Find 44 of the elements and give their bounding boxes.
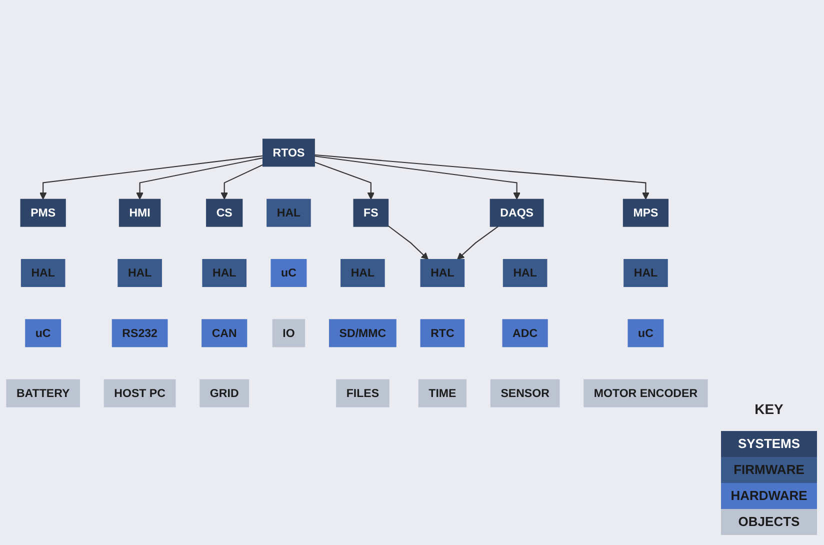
legend-swatch: FIRMWARE xyxy=(721,457,817,483)
node-box: HAL xyxy=(20,258,66,286)
node-box: HAL xyxy=(202,258,247,286)
node-box: uC xyxy=(628,318,664,347)
node-box: MPS xyxy=(622,198,669,226)
legend-swatch: OBJECTS xyxy=(721,509,817,535)
key-heading: KEY xyxy=(754,401,784,417)
node-box: HAL xyxy=(502,258,548,286)
legend-swatch: SYSTEMS xyxy=(721,431,817,457)
arrow xyxy=(39,154,263,200)
arrow xyxy=(388,224,428,260)
arrow xyxy=(220,164,264,200)
node-box: HAL xyxy=(340,258,385,286)
node-box: BATTERY xyxy=(6,378,80,407)
node-box: HMI xyxy=(118,198,161,226)
arrow xyxy=(457,226,498,260)
legend-swatch: HARDWARE xyxy=(721,483,817,509)
node-box: ADC xyxy=(502,318,548,347)
node-box: RS232 xyxy=(112,318,168,347)
node-box: PMS xyxy=(20,198,66,226)
arrow xyxy=(314,154,650,200)
arrow xyxy=(136,156,264,200)
node-box: IO xyxy=(272,318,306,347)
node-box: HAL xyxy=(118,258,162,286)
arrow xyxy=(314,161,375,200)
node-box: SENSOR xyxy=(490,378,560,407)
arrow xyxy=(314,155,520,200)
node-box: GRID xyxy=(200,378,250,407)
node-box: HAL xyxy=(420,258,465,286)
node-box: uC xyxy=(25,318,62,347)
node-box: DAQS xyxy=(490,198,544,226)
node-box: RTOS xyxy=(262,138,315,166)
node-box: SD/MMC xyxy=(329,318,396,347)
node-box: MOTOR ENCODER xyxy=(584,378,708,407)
node-box: TIME xyxy=(418,378,467,407)
node-box: uC xyxy=(270,258,307,286)
node-box: CAN xyxy=(202,318,248,347)
node-box: FS xyxy=(353,198,389,226)
node-box: CS xyxy=(206,198,243,226)
node-box: RTC xyxy=(420,318,465,347)
node-box: FILES xyxy=(336,378,390,407)
node-box: HOST PC xyxy=(104,378,176,407)
node-box: HAL xyxy=(266,198,311,226)
node-box: HAL xyxy=(624,258,668,286)
